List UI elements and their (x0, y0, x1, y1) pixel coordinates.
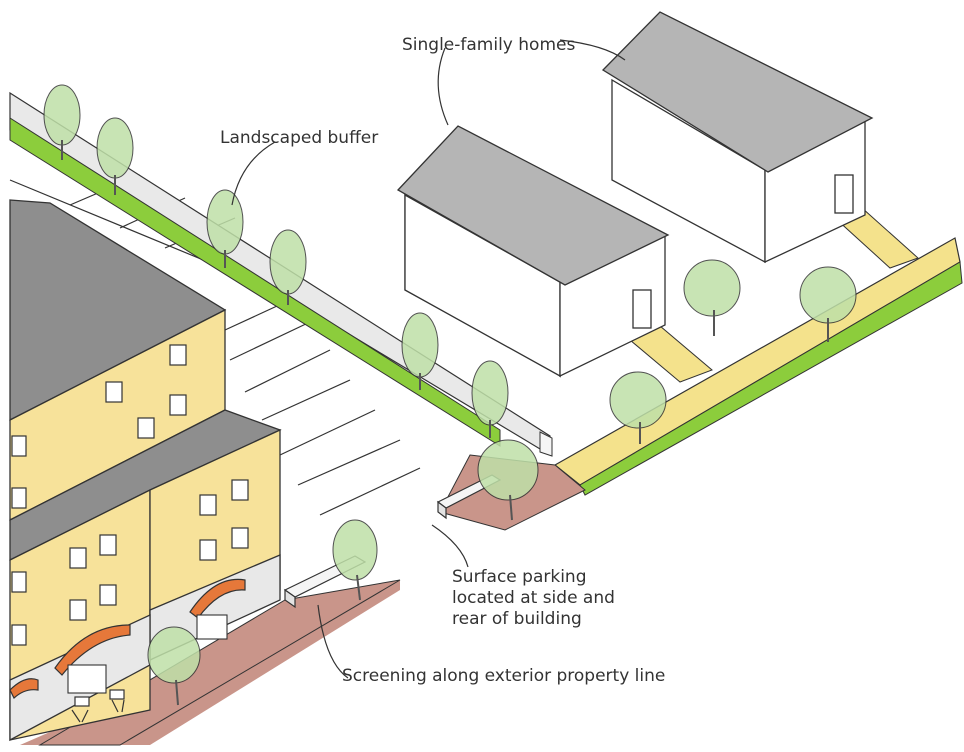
single-family-homes-label: Single-family homes (402, 35, 575, 56)
single-family-homes-text: Single-family homes (402, 35, 575, 55)
screening-text: Screening along exterior property line (342, 666, 665, 686)
surface-parking-label: Surface parking located at side and rear… (452, 567, 615, 630)
screening-label: Screening along exterior property line (342, 666, 665, 687)
landscaped-buffer-text: Landscaped buffer (220, 128, 378, 148)
landscaped-buffer-label: Landscaped buffer (220, 128, 378, 149)
surface-parking-line1: Surface parking (452, 567, 615, 588)
surface-parking-line3: rear of building (452, 609, 615, 630)
surface-parking-line2: located at side and (452, 588, 615, 609)
